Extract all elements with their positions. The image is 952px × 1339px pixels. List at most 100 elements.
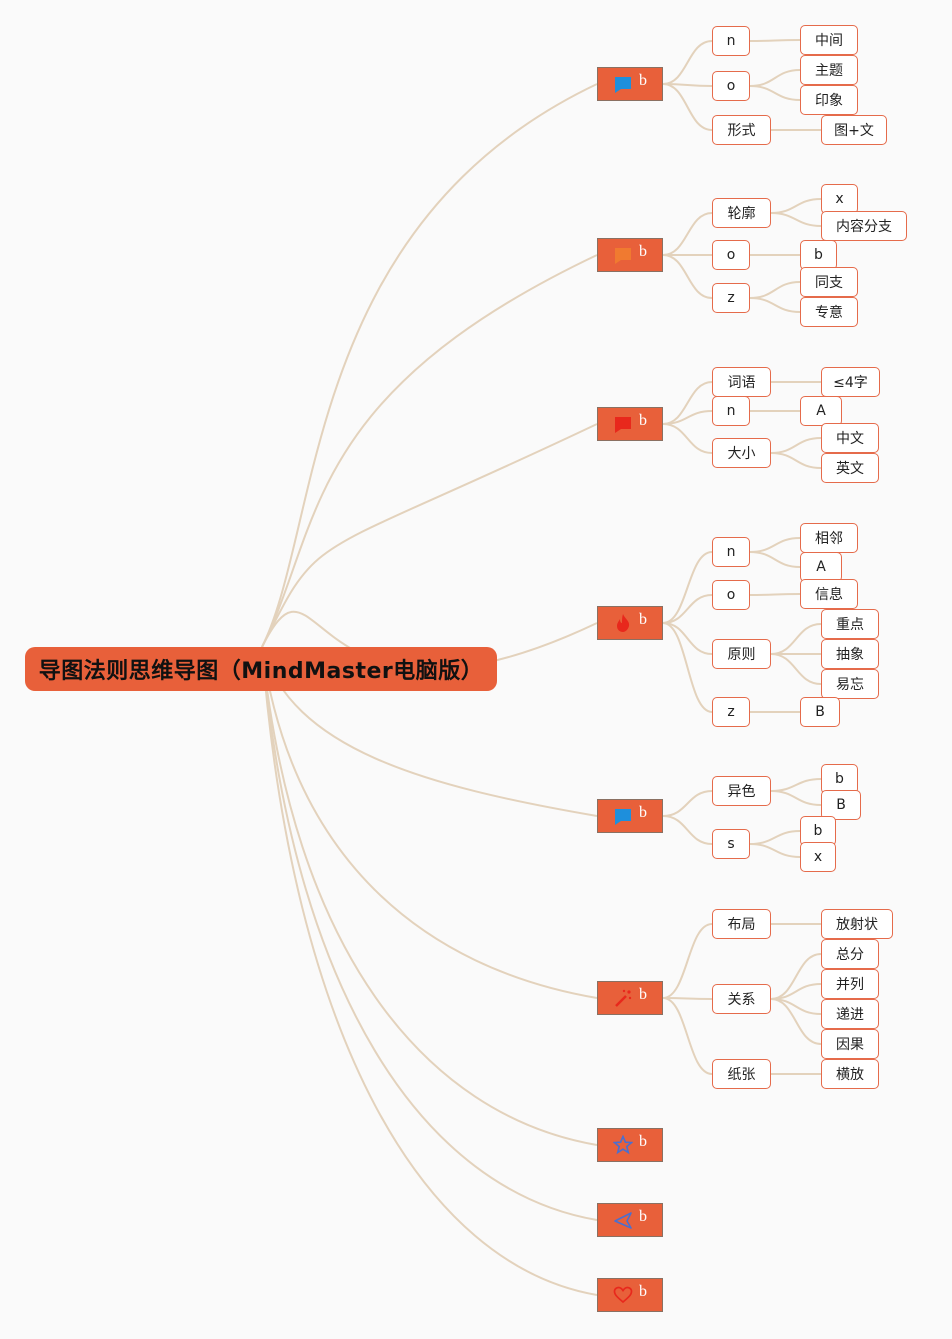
connector-line	[770, 198, 822, 214]
subtopic[interactable]: A	[800, 552, 842, 582]
subtopic[interactable]: 重点	[821, 609, 879, 639]
connector-line	[261, 254, 598, 648]
subtopic[interactable]: s	[712, 829, 750, 859]
connector-line	[749, 39, 801, 42]
subtopic[interactable]: 易忘	[821, 669, 879, 699]
blue-flag-icon	[613, 806, 633, 826]
subtopic[interactable]: 因果	[821, 1029, 879, 1059]
connector-line	[261, 646, 598, 1296]
branch-label: b	[639, 1208, 647, 1225]
connector-line	[662, 254, 713, 299]
connector-line	[662, 423, 713, 454]
connector-line	[770, 778, 822, 792]
subtopic[interactable]: 关系	[712, 984, 771, 1014]
subtopic[interactable]: 纸张	[712, 1059, 771, 1089]
subtopic[interactable]: 大小	[712, 438, 771, 468]
branch-label: b	[639, 804, 647, 821]
subtopic[interactable]: 中间	[800, 25, 858, 55]
subtopic[interactable]: B	[800, 697, 840, 727]
blue-flag-icon	[613, 74, 633, 94]
subtopic[interactable]: 印象	[800, 85, 858, 115]
branch-topic-8[interactable]: b	[597, 1203, 663, 1237]
subtopic[interactable]: 信息	[800, 579, 858, 609]
subtopic[interactable]: 异色	[712, 776, 771, 806]
connector-line	[261, 423, 598, 648]
branch-topic-6[interactable]: b	[597, 981, 663, 1015]
subtopic[interactable]: n	[712, 26, 750, 56]
subtopic[interactable]: 图+文	[821, 115, 887, 145]
subtopic[interactable]: 形式	[712, 115, 771, 145]
connector-line	[770, 998, 822, 1045]
subtopic[interactable]: x	[821, 184, 858, 214]
connector-line	[662, 622, 713, 655]
subtopic[interactable]: 横放	[821, 1059, 879, 1089]
subtopic[interactable]: n	[712, 396, 750, 426]
subtopic[interactable]: 轮廓	[712, 198, 771, 228]
branch-label: b	[639, 412, 647, 429]
root-topic[interactable]: 导图法则思维导图（MindMaster电脑版）	[25, 647, 497, 691]
subtopic[interactable]: 递进	[821, 999, 879, 1029]
magic-wand-icon	[613, 988, 633, 1008]
subtopic[interactable]: x	[800, 842, 836, 872]
subtopic[interactable]: n	[712, 537, 750, 567]
connector-line	[261, 646, 598, 1146]
connector-line	[662, 815, 713, 845]
subtopic[interactable]: 抽象	[821, 639, 879, 669]
connector-line	[662, 551, 713, 624]
connector-line	[749, 593, 801, 596]
branch-topic-4[interactable]: b	[597, 606, 663, 640]
branch-topic-1[interactable]: b	[597, 67, 663, 101]
subtopic[interactable]: 并列	[821, 969, 879, 999]
subtopic[interactable]: 相邻	[800, 523, 858, 553]
subtopic[interactable]: 放射状	[821, 909, 893, 939]
connector-line	[662, 40, 713, 85]
heart-icon	[613, 1285, 633, 1305]
subtopic[interactable]: o	[712, 71, 750, 101]
subtopic[interactable]: 英文	[821, 453, 879, 483]
connector-line	[749, 69, 801, 87]
orange-flag-icon	[613, 245, 633, 265]
connector-line	[749, 297, 801, 313]
connector-line	[662, 997, 713, 1075]
subtopic[interactable]: 中文	[821, 423, 879, 453]
fire-icon	[613, 613, 633, 633]
connector-line	[749, 281, 801, 299]
subtopic[interactable]: 同支	[800, 267, 858, 297]
connector-line	[749, 85, 801, 101]
connector-line	[662, 790, 713, 817]
connector-line	[770, 653, 822, 685]
subtopic[interactable]: 原则	[712, 639, 771, 669]
branch-topic-3[interactable]: b	[597, 407, 663, 441]
subtopic[interactable]: 总分	[821, 939, 879, 969]
connector-line	[261, 646, 598, 999]
connector-line	[770, 437, 822, 454]
connector-line	[770, 790, 822, 806]
subtopic[interactable]: ≤4字	[821, 367, 880, 397]
subtopic[interactable]: B	[821, 790, 861, 820]
subtopic[interactable]: A	[800, 396, 842, 426]
connector-line	[749, 537, 801, 553]
star-icon	[613, 1135, 633, 1155]
subtopic[interactable]: z	[712, 697, 750, 727]
connector-line	[662, 594, 713, 624]
subtopic[interactable]: 词语	[712, 367, 771, 397]
subtopic[interactable]: 主题	[800, 55, 858, 85]
subtopic[interactable]: b	[821, 764, 858, 794]
connector-line	[662, 997, 713, 1000]
branch-topic-2[interactable]: b	[597, 238, 663, 272]
subtopic[interactable]: 专意	[800, 297, 858, 327]
branch-label: b	[639, 72, 647, 89]
branch-topic-5[interactable]: b	[597, 799, 663, 833]
subtopic[interactable]: 内容分支	[821, 211, 907, 241]
subtopic[interactable]: z	[712, 283, 750, 313]
connector-line	[749, 843, 801, 858]
subtopic[interactable]: b	[800, 240, 837, 270]
subtopic[interactable]: o	[712, 580, 750, 610]
branch-topic-9[interactable]: b	[597, 1278, 663, 1312]
branch-topic-7[interactable]: b	[597, 1128, 663, 1162]
connector-line	[770, 623, 822, 655]
subtopic[interactable]: 布局	[712, 909, 771, 939]
subtopic[interactable]: o	[712, 240, 750, 270]
connector-line	[662, 212, 713, 256]
